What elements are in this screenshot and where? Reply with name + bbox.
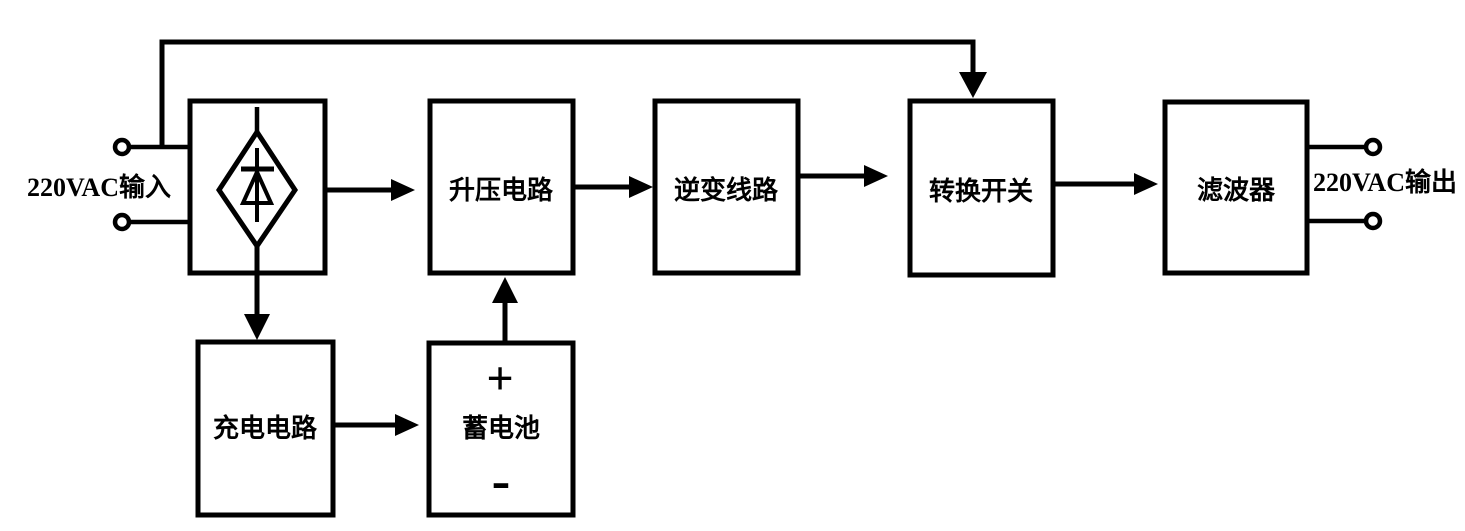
- output-terminal-top-icon: [1363, 137, 1383, 157]
- bypass-connection: [159, 39, 987, 147]
- block-boost: [427, 98, 576, 276]
- block-filter-label: 滤波器: [1197, 176, 1276, 205]
- block-boost-label: 升压电路: [449, 175, 554, 205]
- block-transfer-switch: [907, 98, 1056, 278]
- block-filter: [1162, 99, 1310, 276]
- arrow-charger-to-battery: [333, 414, 419, 436]
- arrow-rectifier-to-boost: [325, 179, 415, 201]
- battery-minus-sign: -: [492, 450, 511, 512]
- arrowhead-icon: [492, 277, 518, 303]
- block-battery: [426, 340, 576, 518]
- output-label: 220VAC输出: [1313, 167, 1457, 197]
- input-terminal-bottom-icon: [112, 212, 132, 232]
- arrow-boost-to-inverter: [573, 176, 653, 198]
- arrowhead-icon: [391, 179, 415, 201]
- output-terminal-bottom-icon: [1363, 211, 1383, 231]
- bypass-arrowhead-icon: [959, 72, 987, 98]
- block-charger: [195, 339, 336, 518]
- block-transfer-switch-label: 转换开关: [929, 177, 1033, 206]
- input-terminal-top-icon: [112, 137, 132, 157]
- arrowhead-icon: [864, 165, 888, 187]
- output-terminals: [1307, 137, 1383, 231]
- arrow-rectifier-to-charger: [244, 273, 270, 340]
- block-inverter: [652, 98, 801, 276]
- block-charger-label: 充电电路: [213, 413, 318, 443]
- arrow-battery-to-boost: [492, 277, 518, 343]
- arrowhead-icon: [244, 314, 270, 340]
- arrow-transfer-to-filter: [1053, 173, 1158, 195]
- diode-triangle: [239, 167, 275, 205]
- arrow-inverter-to-transfer: [798, 165, 888, 187]
- arrowhead-icon: [395, 414, 419, 436]
- arrowhead-icon: [629, 176, 653, 198]
- block-inverter-label: 逆变线路: [674, 175, 779, 205]
- arrowhead-icon: [1134, 173, 1158, 195]
- block-battery-label: 蓄电池: [462, 414, 540, 443]
- diode-bridge-icon: [215, 107, 299, 273]
- input-label: 220VAC输入: [27, 172, 171, 202]
- bypass-line: [159, 39, 976, 147]
- battery-plus-sign: +: [486, 352, 513, 405]
